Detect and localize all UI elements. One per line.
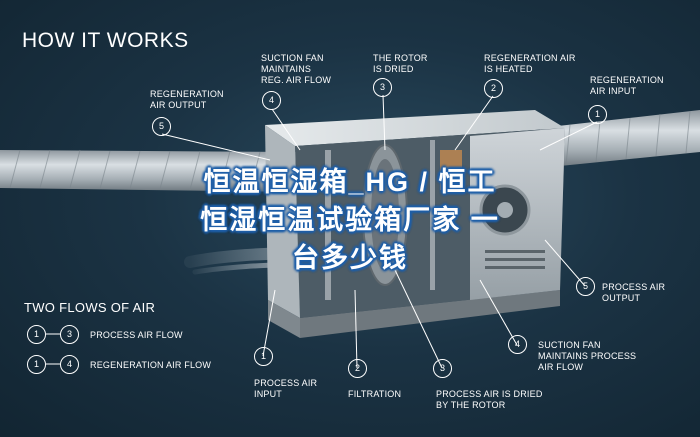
label-rotor-dried: THE ROTOR IS DRIED bbox=[373, 53, 428, 74]
marker-4-bottom: 4 bbox=[508, 335, 527, 354]
overlay-line: 台多少钱 bbox=[292, 243, 408, 273]
marker-1-bottom: 1 bbox=[254, 347, 273, 366]
label-process-air-input: PROCESS AIR INPUT bbox=[254, 378, 318, 399]
marker-2-bottom: 2 bbox=[348, 359, 367, 378]
label-process-air-output: PROCESS AIR OUTPUT bbox=[602, 282, 666, 303]
marker-5-bottom: 5 bbox=[576, 277, 595, 296]
label-suction-fan-process: SUCTION FAN MAINTAINS PROCESS AIR FLOW bbox=[538, 340, 637, 372]
legend-title: TWO FLOWS OF AIR bbox=[24, 300, 156, 315]
label-regeneration-heated: REGENERATION AIR IS HEATED bbox=[484, 53, 576, 74]
legend-text: REGENERATION AIR FLOW bbox=[90, 360, 212, 370]
legend-text: PROCESS AIR FLOW bbox=[90, 330, 183, 340]
legend-marker-from: 1 bbox=[27, 355, 46, 374]
label-regeneration-air-input: REGENERATION AIR INPUT bbox=[590, 75, 664, 96]
marker-4-top: 4 bbox=[262, 91, 281, 110]
label-suction-fan-reg: SUCTION FAN MAINTAINS REG. AIR FLOW bbox=[261, 53, 332, 85]
label-process-air-dried: PROCESS AIR IS DRIED BY THE ROTOR bbox=[436, 389, 543, 410]
legend-marker-from: 1 bbox=[27, 325, 46, 344]
right-duct bbox=[540, 110, 700, 168]
marker-2-top: 2 bbox=[484, 79, 503, 98]
dehumidifier-unit bbox=[265, 110, 565, 338]
overlay-text: 恒温恒湿箱_HG / 恒工 恒湿恒温试验箱厂家 一 台多少钱 bbox=[110, 163, 590, 277]
marker-3-bottom: 3 bbox=[433, 359, 452, 378]
marker-5-top: 5 bbox=[152, 117, 171, 136]
marker-3-top: 3 bbox=[373, 78, 392, 97]
overlay-line: 恒温恒湿箱_HG / 恒工 bbox=[203, 167, 497, 197]
left-duct bbox=[0, 149, 300, 192]
label-regeneration-air-output: REGENERATION AIR OUTPUT bbox=[150, 89, 224, 110]
legend-connectors bbox=[46, 333, 60, 365]
label-filtration: FILTRATION bbox=[348, 389, 402, 399]
page-title: HOW IT WORKS bbox=[22, 29, 189, 52]
overlay-line: 恒湿恒温试验箱厂家 一 bbox=[200, 205, 500, 235]
legend-marker-to: 3 bbox=[60, 325, 79, 344]
marker-1-top: 1 bbox=[588, 105, 607, 124]
legend-marker-to: 4 bbox=[60, 355, 79, 374]
